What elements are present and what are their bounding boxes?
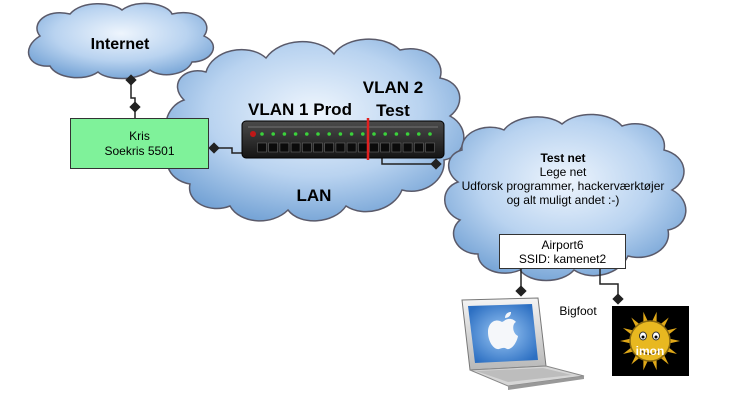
internet-label: Internet — [90, 36, 150, 53]
test-net-line1: Lege net — [539, 165, 587, 179]
test-net-line2: Udforsk programmer, hackerværktøjer — [461, 179, 665, 193]
port-led — [349, 132, 354, 136]
port-led — [361, 132, 365, 136]
port-led — [260, 132, 264, 136]
port-led — [405, 132, 410, 136]
switch-port — [402, 142, 413, 153]
switch-port — [301, 142, 312, 153]
switch-port — [268, 142, 279, 153]
laptop-icon — [461, 297, 585, 390]
vlan2-sublabel: Test — [376, 101, 410, 120]
switch-port-leds — [260, 132, 432, 136]
port-led — [338, 132, 343, 136]
switch-port — [335, 142, 346, 153]
switch-port — [391, 142, 402, 153]
port-led — [293, 132, 298, 136]
access-point-box: Airport6 SSID: kamenet2 — [499, 234, 626, 269]
port-led — [372, 132, 376, 136]
link-ap-server — [599, 268, 624, 305]
switch-port — [290, 142, 301, 153]
router-model: Soekris 5501 — [104, 143, 175, 158]
vlan2-label: VLAN 2 — [362, 78, 424, 97]
vlan1-label: VLAN 1 Prod — [248, 100, 352, 119]
port-led — [428, 132, 432, 136]
switch-port — [346, 142, 357, 153]
switch-port — [413, 142, 424, 153]
network-switch — [241, 118, 445, 160]
port-led — [316, 132, 320, 136]
port-led — [327, 132, 332, 136]
server-icon-text: imon — [635, 344, 665, 358]
sun-ray — [620, 338, 633, 344]
test-net-text: Test net Lege net Udforsk programmer, ha… — [458, 151, 668, 207]
switch-port — [313, 142, 323, 153]
router-box: Kris Soekris 5501 — [70, 118, 209, 169]
port-led — [394, 132, 399, 136]
port-led — [305, 132, 309, 136]
link-internet-router — [125, 74, 141, 118]
internet-cloud — [27, 2, 215, 80]
sun-ray — [667, 338, 680, 344]
port-led — [417, 132, 421, 136]
test-net-title: Test net — [540, 151, 586, 165]
port-led — [282, 132, 287, 136]
switch-port — [380, 142, 391, 153]
access-point-name: Airport6 — [541, 237, 584, 252]
switch-port — [425, 142, 435, 153]
switch-port — [279, 142, 290, 153]
server-label: Bigfoot — [559, 304, 597, 318]
switch-port — [357, 142, 368, 153]
router-name: Kris — [129, 128, 150, 143]
link-ap-laptop — [515, 268, 527, 297]
sun-mascot-icon — [612, 306, 689, 376]
test-net-line3: og alt muligt andet :-) — [506, 193, 620, 207]
switch-ports — [257, 142, 435, 153]
port-led — [383, 132, 388, 136]
port-led — [271, 132, 276, 136]
access-point-ssid: SSID: kamenet2 — [518, 251, 607, 266]
switch-port — [324, 142, 335, 153]
switch-port — [369, 142, 379, 153]
lan-label: LAN — [296, 186, 332, 205]
switch-port — [257, 142, 267, 153]
